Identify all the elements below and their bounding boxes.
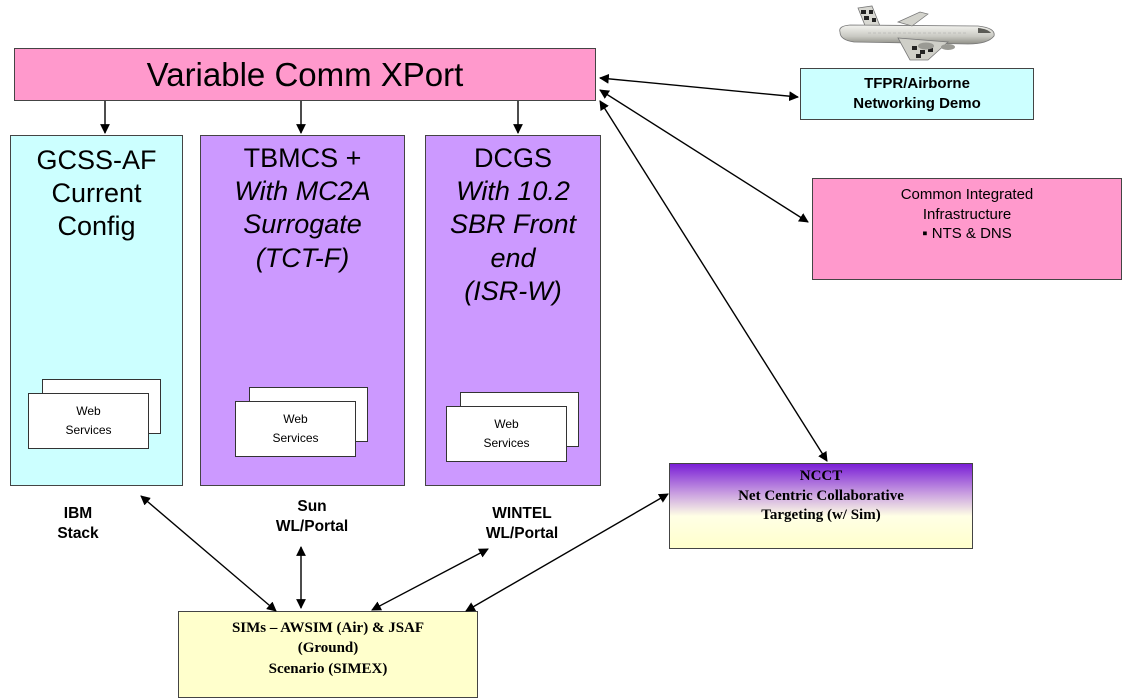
ws-line2: Services (272, 431, 319, 445)
dcgs-sub1: With 10.2 (456, 176, 570, 207)
arrow-xport-cii (599, 89, 809, 223)
ws-line1: Web (76, 404, 101, 419)
tfpr-line2: Networking Demo (853, 95, 981, 112)
ncct-box: NCCT Net Centric Collaborative Targeting… (669, 463, 973, 549)
cii-line3: ▪ NTS & DNS (922, 225, 1012, 242)
airplane-icon (839, 5, 995, 61)
sims-line3: Scenario (SIMEX) (268, 660, 388, 677)
sims-box: SIMs – AWSIM (Air) & JSAF (Ground) Scena… (178, 611, 478, 698)
cii-line1: Common Integrated (900, 186, 1034, 203)
ncct-line2: Net Centric Collaborative (738, 487, 904, 504)
sims-line1: SIMs – AWSIM (Air) & JSAF (231, 620, 425, 636)
dcgs-sub3: end (490, 242, 536, 273)
tbmcs-sub1: With MC2A (234, 176, 371, 207)
gcss-line3: Config (57, 211, 136, 242)
platform-sun: Sun WL/Portal (262, 497, 362, 538)
variable-comm-xport: Variable Comm XPort (14, 48, 596, 101)
platform-wintel-line2: WL/Portal (485, 525, 559, 543)
arrow-xport-tfpr (599, 73, 799, 102)
ws-line1: Web (494, 417, 519, 432)
gcss-line2: Current (51, 178, 142, 209)
cii-line2: Infrastructure (922, 205, 1012, 223)
tbmcs-sub3: (TCT-F) (255, 242, 350, 273)
tbmcs-sub2: Surrogate (243, 209, 362, 240)
arrow-wintel-sims (371, 548, 489, 611)
ws-line2: Services (483, 436, 530, 450)
tfpr-line1: TFPR/Airborne (864, 75, 970, 93)
arrow-ibm-sims (140, 495, 277, 612)
platform-wintel-line1: WINTEL (492, 505, 552, 522)
platform-ibm-line2: Stack (57, 525, 99, 543)
arrow-xport-ncct (599, 100, 828, 462)
dcgs-sub4: (ISR-W) (464, 275, 562, 306)
xport-label: Variable Comm XPort (146, 55, 464, 93)
ncct-line1: NCCT (799, 468, 843, 484)
gcss-line1: GCSS-AF (36, 145, 157, 175)
platform-ibm-line1: IBM (63, 505, 93, 522)
common-integrated-infrastructure-box: Common Integrated Infrastructure ▪ NTS &… (812, 178, 1122, 280)
platform-sun-line2: WL/Portal (275, 518, 349, 536)
ncct-line3: Targeting (w/ Sim) (761, 507, 881, 523)
platform-ibm: IBM Stack (38, 504, 118, 545)
dcgs-title: DCGS (473, 143, 552, 173)
sims-line2: (Ground) (297, 640, 359, 657)
tbmcs-title: TBMCS + (243, 143, 362, 173)
platform-sun-line1: Sun (297, 498, 327, 515)
platform-wintel: WINTEL WL/Portal (467, 504, 577, 545)
dcgs-sub2: SBR Front (449, 209, 577, 240)
ws-line1: Web (283, 412, 308, 427)
tfpr-airborne-box: TFPR/Airborne Networking Demo (800, 68, 1034, 120)
ws-line2: Services (65, 423, 112, 437)
